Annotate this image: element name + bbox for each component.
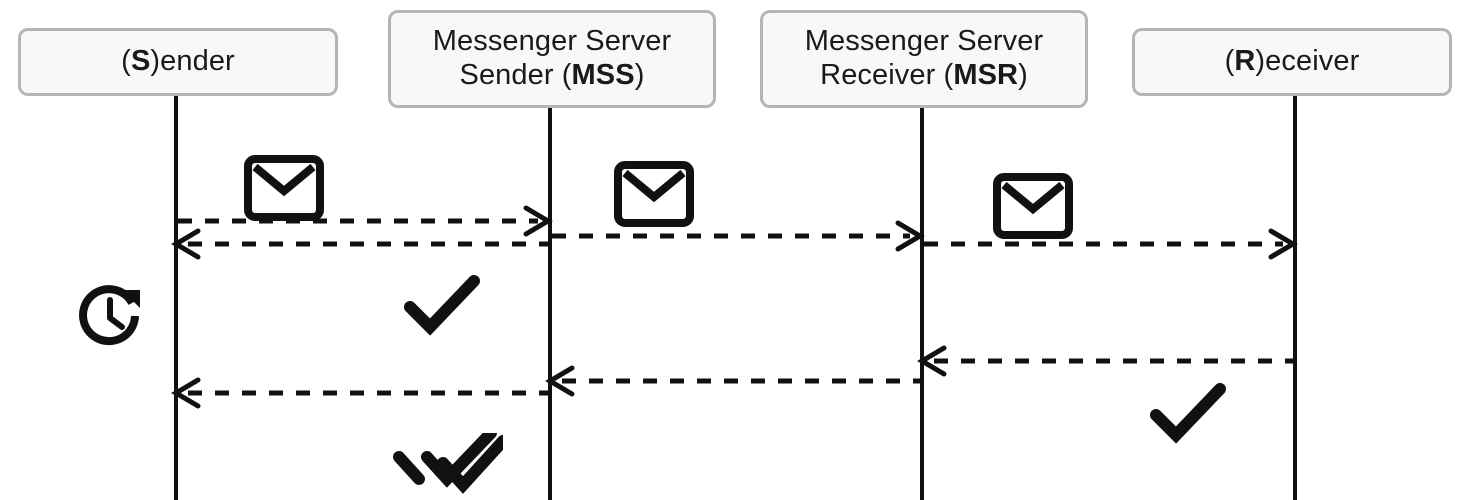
- arrowhead-right-receiver: [1268, 228, 1298, 260]
- single-check-icon: [1150, 383, 1228, 450]
- single-check-icon: [404, 275, 482, 342]
- actor-label-sender: (S)ender: [121, 45, 235, 78]
- actor-box-receiver[interactable]: (R)eceiver: [1132, 28, 1452, 96]
- arrowhead-left-mss: [545, 365, 575, 397]
- arrowhead-left-sender: [171, 228, 201, 260]
- arrowhead-left-msr: [917, 345, 947, 377]
- envelope-icon: [993, 173, 1073, 244]
- lifeline-receiver: [1293, 96, 1297, 500]
- arrowhead-right-msr: [895, 220, 925, 252]
- envelope-icon: [244, 155, 324, 226]
- lifeline-sender: [174, 96, 178, 500]
- double-check-icon: [393, 427, 509, 500]
- clock-retry-icon: [75, 281, 145, 356]
- lifeline-mss: [548, 108, 552, 500]
- actor-label-receiver: (R)eceiver: [1224, 45, 1360, 78]
- arrowhead-right-mss: [523, 205, 553, 237]
- actor-box-sender[interactable]: (S)ender: [18, 28, 338, 96]
- envelope-icon: [614, 161, 694, 232]
- lifeline-msr: [920, 108, 924, 500]
- arrowhead-left-sender-2: [171, 377, 201, 409]
